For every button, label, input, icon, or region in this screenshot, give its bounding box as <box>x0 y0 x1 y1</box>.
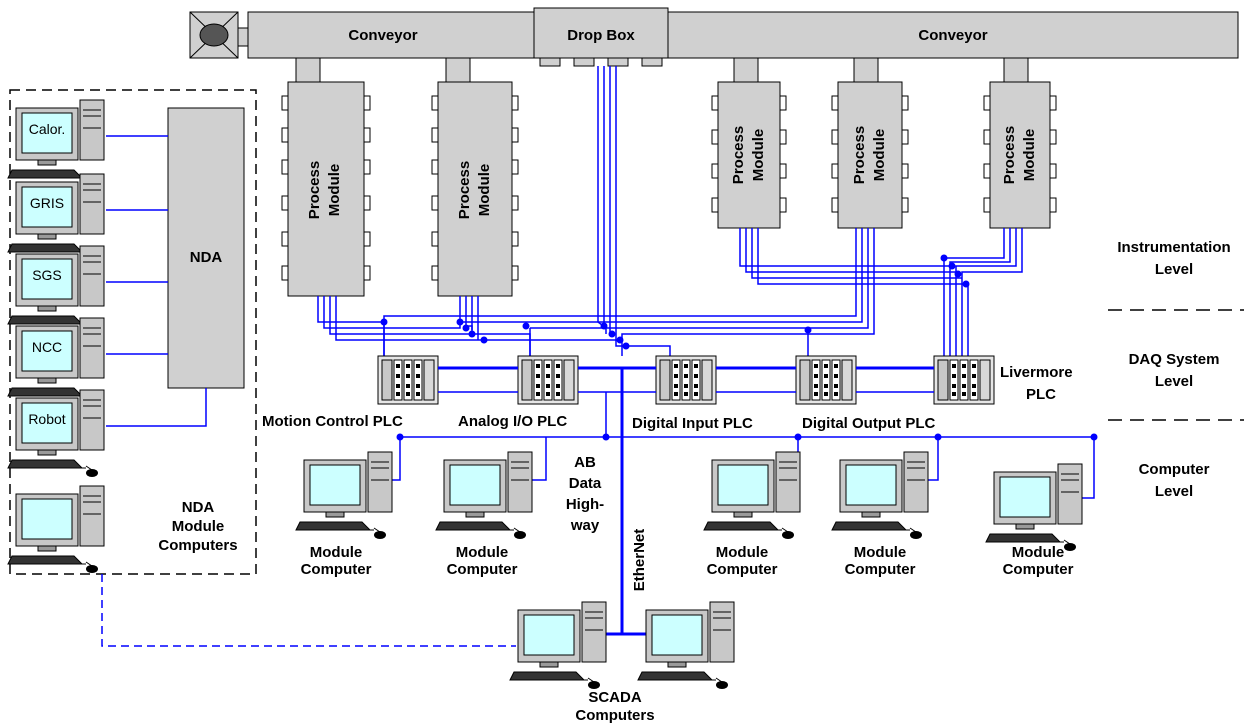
instrumentation-level-label-1: Instrumentation <box>1117 239 1230 256</box>
scada-computer-1[interactable] <box>509 601 607 690</box>
nda-computer-robot-label: Robot <box>28 411 65 427</box>
module-computer-2-label-2: Computer <box>447 561 518 578</box>
nda-computer-calor-label: Calor. <box>29 121 66 137</box>
process-modules: Process Module Process Module Process Mo… <box>281 57 1057 297</box>
nda-computer-ncc-label: NCC <box>32 339 62 355</box>
nda-computer-blank[interactable] <box>7 485 105 574</box>
module-computers: Module Computer Module Computer Module C… <box>295 437 1095 578</box>
module-computer-1-label-2: Computer <box>301 561 372 578</box>
ab-data-highway-label-3: High- <box>566 496 604 513</box>
computer-level-label-2: Level <box>1155 483 1193 500</box>
process-module-3-line1: Process <box>730 126 747 184</box>
nda-group-label-3: Computers <box>158 537 237 554</box>
ab-data-highway-label-2: Data <box>569 475 602 492</box>
instrumentation-wiring <box>317 66 1023 356</box>
conveyor-right <box>667 11 1239 59</box>
nda-computer-robot[interactable] <box>7 389 105 478</box>
module-computer-3[interactable] <box>703 451 801 540</box>
digital-input-plc[interactable] <box>655 355 717 405</box>
module-computer-2[interactable] <box>435 451 533 540</box>
ab-data-highway-label-1: AB <box>574 454 596 471</box>
networks: AB Data High- way EtherNet <box>396 368 1098 636</box>
nda-group-label-1: NDA <box>182 499 215 516</box>
analog-io-plc-label: Analog I/O PLC <box>458 413 567 430</box>
plc-row: Motion Control PLC Analog I/O PLC Digita… <box>262 355 1073 432</box>
process-module-4-line2: Module <box>871 129 888 182</box>
process-module-2-line1: Process <box>456 161 473 219</box>
process-module-5: Process Module <box>983 57 1057 229</box>
computer-level-label-1: Computer <box>1139 461 1210 478</box>
module-computer-4[interactable] <box>831 451 929 540</box>
digital-output-plc-label: Digital Output PLC <box>802 415 935 432</box>
nda-label: NDA <box>190 249 223 266</box>
daq-level-label-2: Level <box>1155 373 1193 390</box>
conveyor-right-label: Conveyor <box>918 27 987 44</box>
ethernet-label: EtherNet <box>631 529 648 592</box>
nda-group: NDA Calor. GRIS SGS NCC Robot NDA Module… <box>7 89 257 575</box>
nda-dashed-boundary <box>9 89 257 575</box>
module-computer-2-label-1: Module <box>456 544 509 561</box>
module-computer-5-label-2: Computer <box>1003 561 1074 578</box>
module-computer-1-label-1: Module <box>310 544 363 561</box>
nda-scada-link <box>101 574 516 647</box>
process-module-3-line2: Module <box>750 129 767 182</box>
module-computer-3-label-1: Module <box>716 544 769 561</box>
conveyor-left-label: Conveyor <box>348 27 417 44</box>
instrumentation-level-label-2: Level <box>1155 261 1193 278</box>
process-module-1-line1: Process <box>306 161 323 219</box>
scada-label-1: SCADA <box>588 689 642 706</box>
process-module-5-line1: Process <box>1001 126 1018 184</box>
module-computer-1[interactable] <box>295 451 393 540</box>
module-computer-5-label-1: Module <box>1012 544 1065 561</box>
analog-io-plc[interactable] <box>517 355 579 405</box>
wiring-junctions <box>380 254 970 350</box>
ab-data-highway-label-4: way <box>570 517 600 534</box>
process-module-5-line2: Module <box>1021 129 1038 182</box>
scada-computers: SCADA Computers <box>509 601 735 724</box>
scada-label-2: Computers <box>575 707 654 724</box>
module-computer-4-label-2: Computer <box>845 561 916 578</box>
drop-box <box>533 7 669 59</box>
scada-computer-2[interactable] <box>637 601 735 690</box>
level-labels: Instrumentation Level DAQ System Level C… <box>1108 239 1244 500</box>
nda-group-label-2: Module <box>172 518 225 535</box>
process-module-1: Process Module <box>281 57 371 297</box>
digital-output-plc[interactable] <box>795 355 857 405</box>
process-module-1-line2: Module <box>326 164 343 217</box>
motion-control-plc[interactable] <box>377 355 439 405</box>
module-computer-3-label-2: Computer <box>707 561 778 578</box>
conveyor-system: Conveyor Drop Box Conveyor <box>189 7 1239 67</box>
motion-control-plc-label: Motion Control PLC <box>262 413 403 430</box>
process-module-4-line1: Process <box>851 126 868 184</box>
module-computer-5[interactable] <box>985 463 1083 552</box>
process-module-3: Process Module <box>711 57 787 229</box>
process-module-2: Process Module <box>431 57 519 297</box>
nda-computer-sgs-label: SGS <box>32 267 62 283</box>
daq-level-label-1: DAQ System <box>1129 351 1220 368</box>
process-module-2-line2: Module <box>476 164 493 217</box>
module-computer-4-label-1: Module <box>854 544 907 561</box>
nda-computer-gris-label: GRIS <box>30 195 64 211</box>
conveyor-left <box>247 11 535 59</box>
nda-box <box>167 107 245 389</box>
drop-box-label: Drop Box <box>567 27 635 44</box>
process-module-4: Process Module <box>831 57 909 229</box>
livermore-plc-label-1: Livermore <box>1000 364 1073 381</box>
livermore-plc[interactable] <box>933 355 995 405</box>
livermore-plc-label-2: PLC <box>1026 386 1056 403</box>
digital-input-plc-label: Digital Input PLC <box>632 415 753 432</box>
